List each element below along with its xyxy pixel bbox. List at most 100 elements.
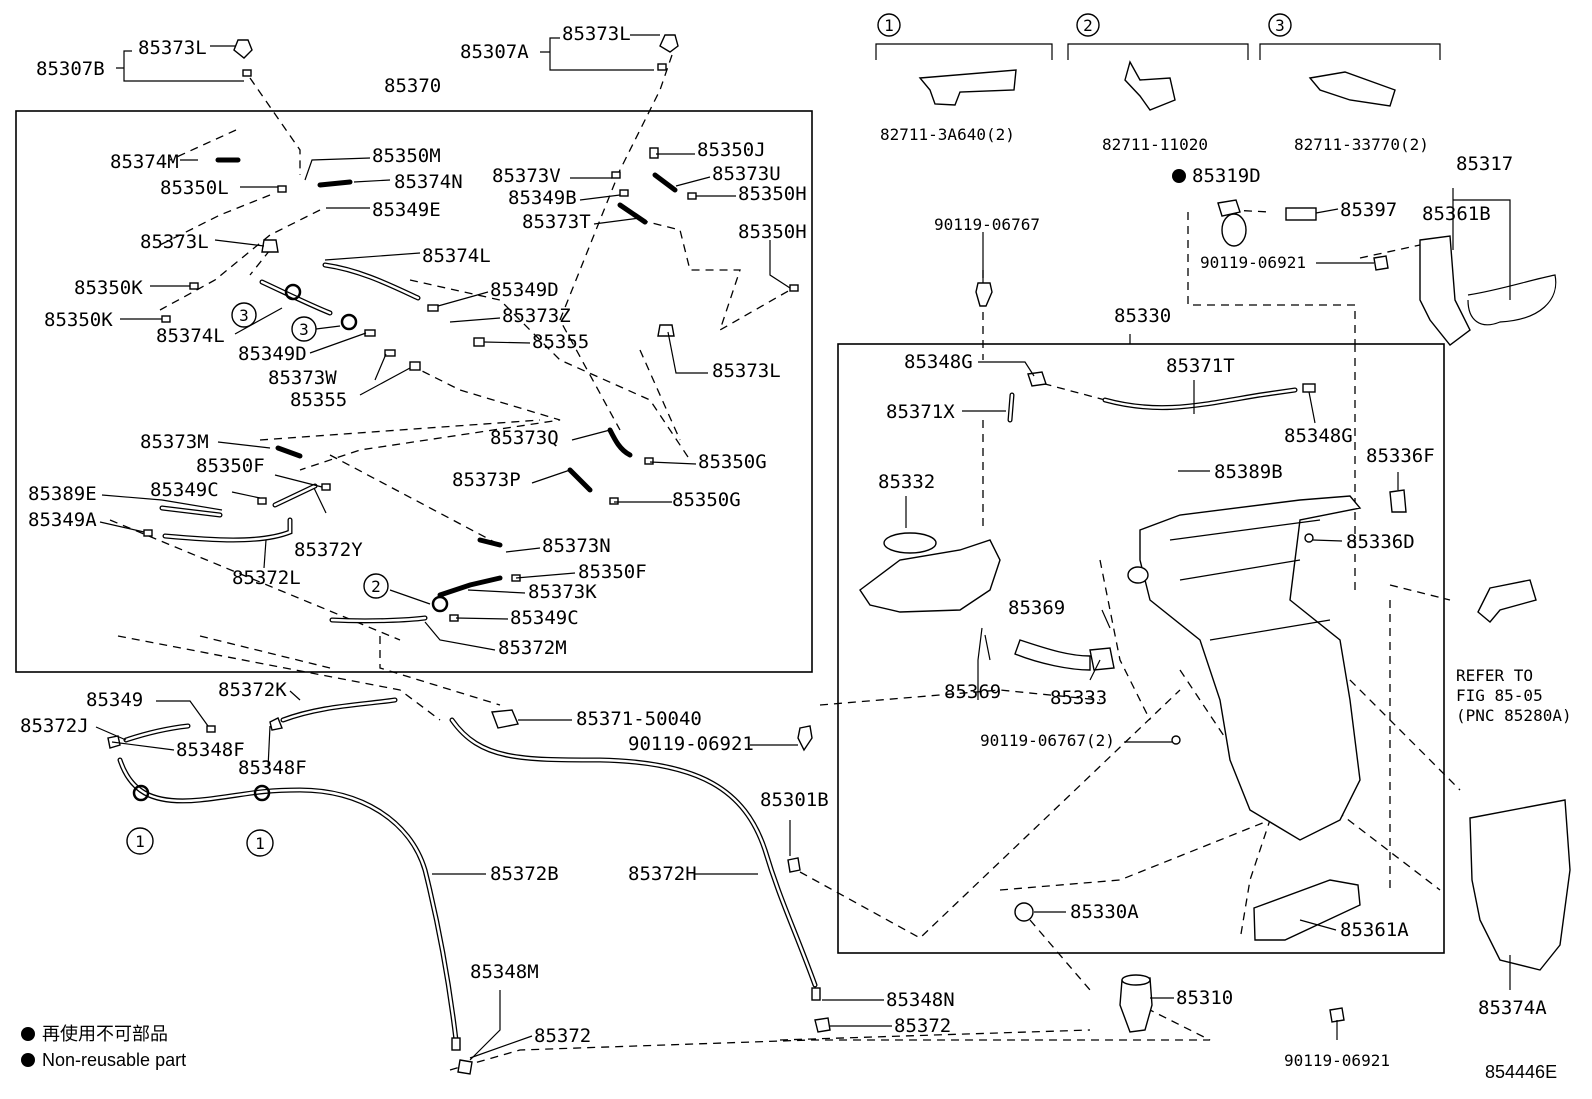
callout-85348N: 85348N xyxy=(886,989,955,1011)
callout-85361A: 85361A xyxy=(1340,919,1409,941)
circle-ref-1a: 1 xyxy=(126,827,154,855)
callout-85332: 85332 xyxy=(878,471,935,493)
circle-ref-3-top: 3 xyxy=(1268,13,1292,37)
callout-90119-06921: 90119-06921 xyxy=(1284,1051,1390,1070)
callout-85350H: 85350H xyxy=(738,183,807,205)
callout-85349E: 85349E xyxy=(372,199,441,221)
callout-85350G: 85350G xyxy=(672,489,741,511)
callout-85350K: 85350K xyxy=(44,309,113,331)
callout-85370: 85370 xyxy=(384,75,441,97)
callout-85349C: 85349C xyxy=(150,479,219,501)
callout-85301B: 85301B xyxy=(760,789,829,811)
callout-85349D: 85349D xyxy=(238,343,307,365)
callout-82711-33770: 82711-33770(2) xyxy=(1294,135,1429,154)
svg-text:3: 3 xyxy=(299,320,309,339)
callout-85317: 85317 xyxy=(1456,153,1513,175)
svg-text:1: 1 xyxy=(135,832,145,851)
callout-85330: 85330 xyxy=(1114,305,1171,327)
callout-85348M: 85348M xyxy=(470,961,539,983)
callout-85389E: 85389E xyxy=(28,483,97,505)
callout-85371-50040: 85371-50040 xyxy=(576,708,702,730)
legend: 再使用不可部品 Non-reusable part xyxy=(21,1024,186,1070)
svg-text:2: 2 xyxy=(1083,16,1093,35)
callout-90119-06767: 90119-06767 xyxy=(934,215,1040,234)
bracket-1 xyxy=(875,43,1053,60)
callout-labels: 85307B 85373L 85307A 85373L 85370 85374M… xyxy=(20,23,1547,1070)
right-bracket xyxy=(1221,207,1571,971)
callout-85372J: 85372J xyxy=(20,715,89,737)
callout-85336F: 85336F xyxy=(1366,445,1435,467)
callout-85373K: 85373K xyxy=(528,581,597,603)
callout-85310: 85310 xyxy=(1176,987,1233,1009)
svg-text:3: 3 xyxy=(239,306,249,325)
legend-jp: 再使用不可部品 xyxy=(42,1024,168,1044)
callout-85307A: 85307A xyxy=(460,41,529,63)
callout-85389B: 85389B xyxy=(1214,461,1283,483)
callout-85349B: 85349B xyxy=(508,187,577,209)
callout-85307B: 85307B xyxy=(36,58,105,80)
circle-ref-3b: 3 xyxy=(291,316,317,342)
washer-pump xyxy=(1014,879,1361,1033)
hoses xyxy=(117,157,1298,1043)
assembly-lines xyxy=(109,54,1461,1071)
circle-ref-3a: 3 xyxy=(231,302,257,328)
callout-85349A: 85349A xyxy=(28,509,97,531)
callout-85350L: 85350L xyxy=(160,177,229,199)
refer-note: REFER TO FIG 85-05 (PNC 85280A) xyxy=(1456,666,1572,725)
callout-85355: 85355 xyxy=(532,331,589,353)
callout-85371X: 85371X xyxy=(886,401,955,423)
callout-85369: 85369 xyxy=(1008,597,1065,619)
legend-dot-en xyxy=(21,1053,35,1067)
callout-85350F: 85350F xyxy=(196,455,265,477)
callout-85348F: 85348F xyxy=(176,739,245,761)
callout-85333: 85333 xyxy=(1050,687,1107,709)
bracket-3 xyxy=(1259,43,1441,60)
callout-90119-06921: 90119-06921 xyxy=(1200,253,1306,272)
callout-85373L: 85373L xyxy=(140,231,209,253)
callout-85348G: 85348G xyxy=(1284,425,1353,447)
callout-85373U: 85373U xyxy=(712,163,781,185)
callout-85374L: 85374L xyxy=(156,325,225,347)
callout-85372B: 85372B xyxy=(490,863,559,885)
callout-85373L: 85373L xyxy=(562,23,631,45)
circle-ref-2b: 2 xyxy=(363,573,389,599)
callout-85374N: 85374N xyxy=(394,171,463,193)
fittings xyxy=(107,34,1407,1075)
callout-85373L: 85373L xyxy=(138,37,207,59)
callout-85372H: 85372H xyxy=(628,863,697,885)
callout-85350H: 85350H xyxy=(738,221,807,243)
circle-ref-1-top: 1 xyxy=(877,13,901,37)
svg-text:3: 3 xyxy=(1275,16,1285,35)
callout-85336D: 85336D xyxy=(1346,531,1415,553)
callout-85369: 85369 xyxy=(944,681,1001,703)
figure-id: 854446E xyxy=(1485,1062,1557,1082)
callout-85373T: 85373T xyxy=(522,211,591,233)
callout-82711-3A640: 82711-3A640(2) xyxy=(880,125,1015,144)
washer-tank xyxy=(1127,495,1362,841)
callout-82711-11020: 82711-11020 xyxy=(1102,135,1208,154)
callout-85350M: 85350M xyxy=(372,145,441,167)
callout-85349C: 85349C xyxy=(510,607,579,629)
callout-85373L: 85373L xyxy=(712,360,781,382)
callout-85348F: 85348F xyxy=(238,757,307,779)
svg-text:1: 1 xyxy=(255,834,265,853)
group-box-85330 xyxy=(837,343,1445,954)
callout-85373Z: 85373Z xyxy=(502,305,571,327)
svg-text:1: 1 xyxy=(884,16,894,35)
callout-85374M: 85374M xyxy=(110,151,179,173)
callout-85372Y: 85372Y xyxy=(294,539,363,561)
callout-85397: 85397 xyxy=(1340,199,1397,221)
inlet-cap xyxy=(859,532,1115,671)
ring-clamps xyxy=(132,283,449,802)
callout-85349D: 85349D xyxy=(490,279,559,301)
callout-85372L: 85372L xyxy=(232,567,301,589)
svg-text:2: 2 xyxy=(371,577,381,596)
callout-85372M: 85372M xyxy=(498,637,567,659)
non-reusable-dot xyxy=(1172,169,1186,183)
callout-85371T: 85371T xyxy=(1166,355,1235,377)
callout-85355: 85355 xyxy=(290,389,347,411)
callout-85349: 85349 xyxy=(86,689,143,711)
circle-ref-2-top: 2 xyxy=(1076,13,1100,37)
leader-lines xyxy=(95,34,1511,1061)
